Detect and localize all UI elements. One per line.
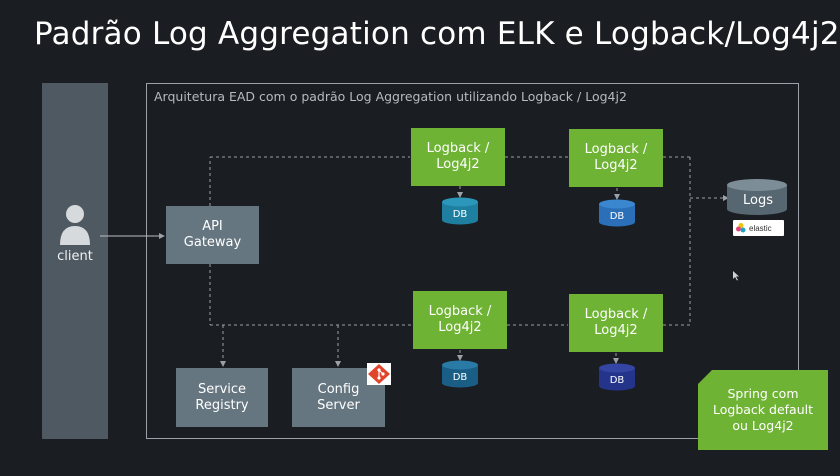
architecture-frame (146, 83, 799, 439)
cursor-icon (733, 271, 739, 281)
elastic-icon (736, 223, 746, 233)
service-label-line1: Logback / (584, 307, 648, 322)
service-label-line2: Log4j2 (594, 323, 638, 338)
service-logback-top-right: Logback / Log4j2 (569, 129, 663, 187)
config-server-label-line2: Server (317, 397, 360, 413)
git-icon (367, 363, 391, 385)
service-logback-bottom-right: Logback / Log4j2 (569, 294, 663, 352)
service-registry-box: Service Registry (176, 368, 268, 427)
service-label-line2: Log4j2 (436, 157, 480, 172)
service-logback-bottom-left: Logback / Log4j2 (413, 291, 507, 349)
note-card: Spring com Logback default ou Log4j2 (698, 370, 828, 450)
database-label: DB (452, 209, 468, 220)
api-gateway-label-line2: Gateway (183, 235, 242, 250)
service-registry-label-line2: Registry (195, 397, 249, 413)
frame-label: Arquitetura EAD com o padrão Log Aggrega… (154, 89, 627, 104)
service-label-line1: Logback / (584, 142, 648, 157)
database-label: DB (452, 372, 468, 383)
api-gateway-label-line1: API (202, 219, 223, 234)
service-label-line2: Log4j2 (594, 158, 638, 173)
elastic-logo: elastic (733, 220, 784, 236)
logs-label: Logs (743, 193, 773, 208)
database-label: DB (609, 375, 625, 386)
user-icon (60, 205, 90, 245)
database-icon (599, 363, 635, 391)
elastic-logo-text: elastic (749, 223, 772, 233)
logs-database-icon (727, 179, 787, 215)
database-icon (442, 360, 478, 388)
database-label: DB (609, 211, 625, 222)
slide-title: Padrão Log Aggregation com ELK e Logback… (34, 16, 840, 52)
api-gateway-box: API Gateway (166, 206, 259, 264)
service-label-line1: Logback / (426, 141, 490, 156)
note-line2: Logback default (713, 402, 813, 417)
note-line1: Spring com (727, 386, 799, 401)
service-label-line2: Log4j2 (438, 320, 482, 335)
client-column (42, 83, 108, 439)
service-registry-label-line1: Service (197, 381, 247, 397)
database-icon (442, 197, 478, 225)
config-server-label-line1: Config (317, 381, 360, 397)
service-logback-top-left: Logback / Log4j2 (411, 128, 505, 186)
service-label-line1: Logback / (428, 304, 492, 319)
note-line3: ou Log4j2 (732, 418, 794, 433)
database-icon (599, 199, 635, 227)
client-label: client (57, 249, 93, 264)
